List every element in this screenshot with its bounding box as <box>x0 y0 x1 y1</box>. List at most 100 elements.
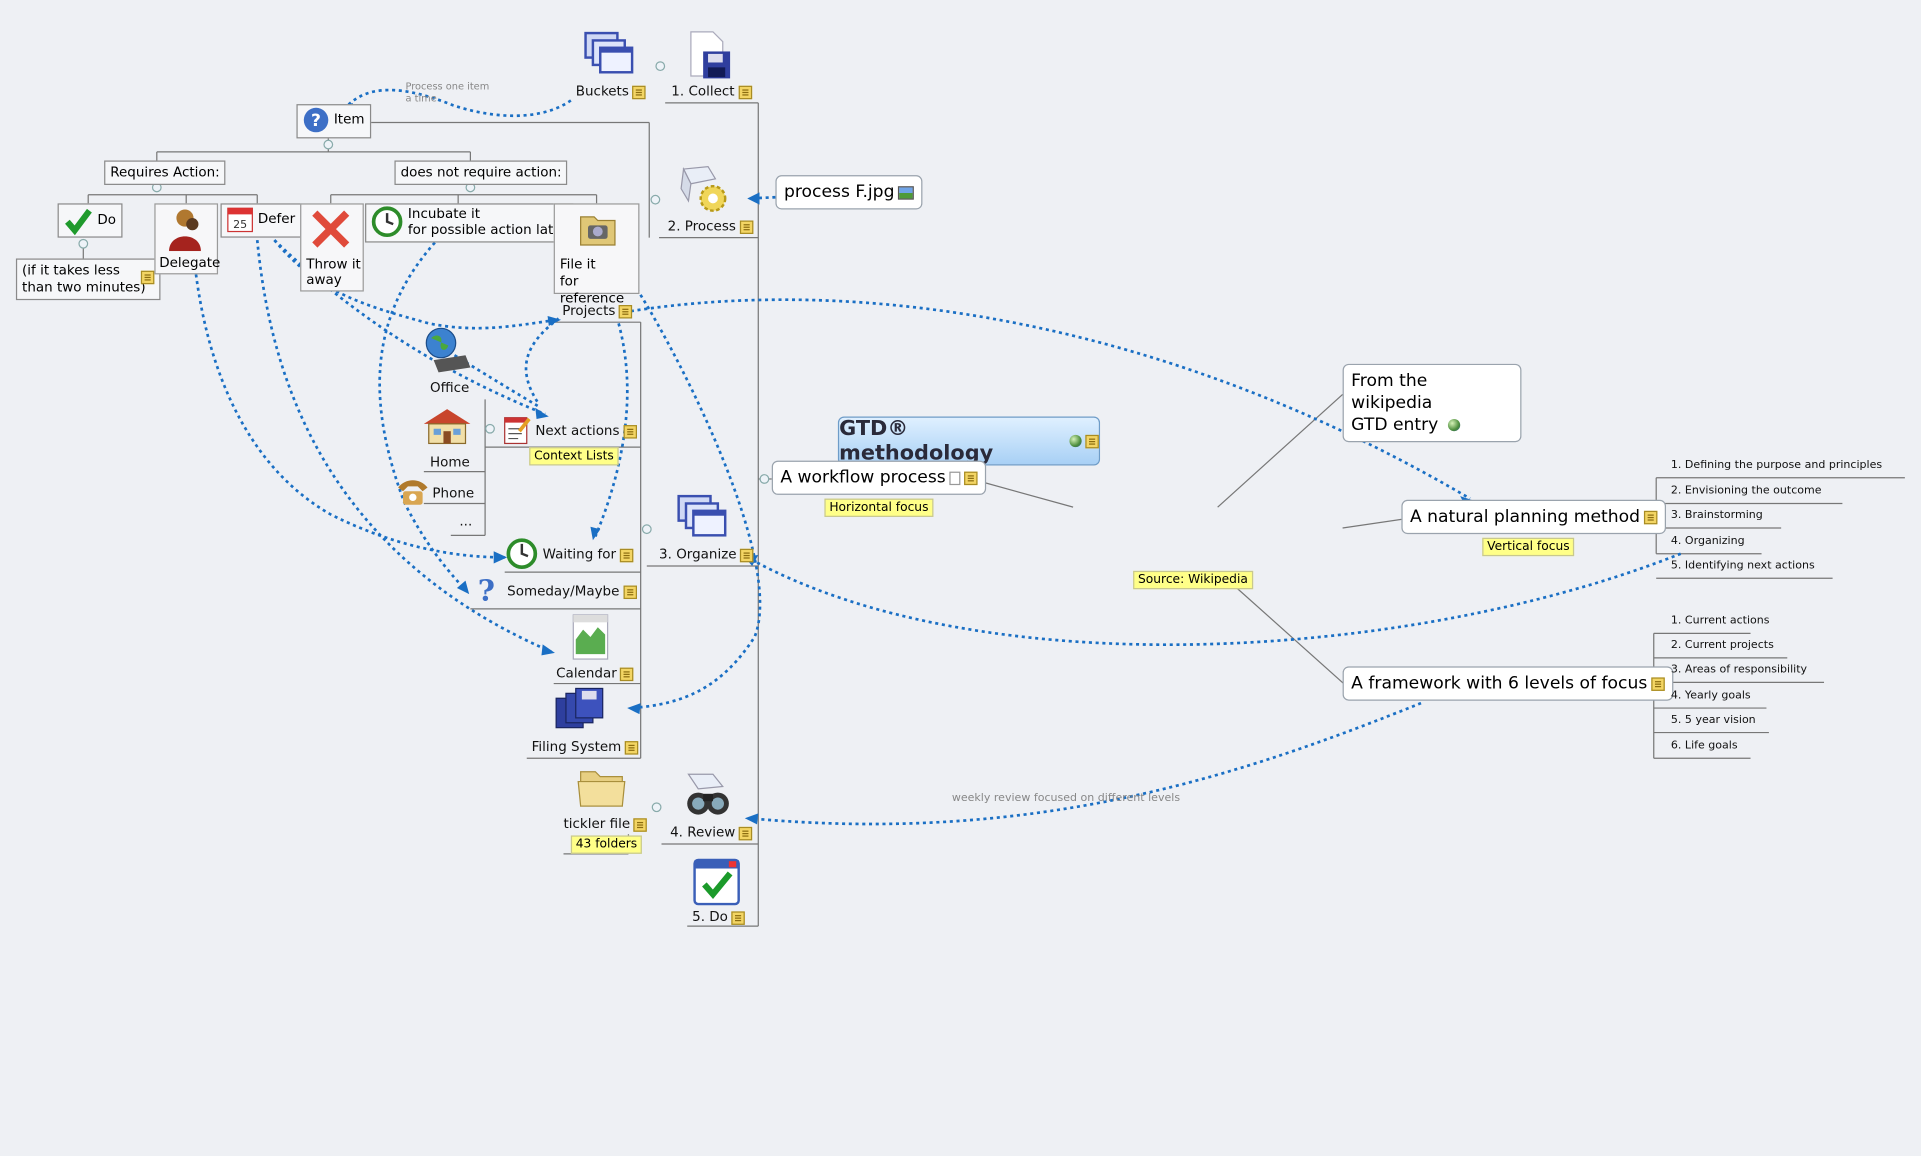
review-stage[interactable]: 4. Review <box>670 824 753 841</box>
more-contexts-topic[interactable]: ... <box>459 513 472 530</box>
wikipedia-line-2: GTD entry <box>1351 415 1439 435</box>
focus-level[interactable]: 1. Current actions <box>1670 614 1770 628</box>
delegate-topic[interactable]: Delegate <box>154 203 221 275</box>
incubate-topic[interactable]: Incubate it for possible action later <box>365 203 574 243</box>
delegate-label: Delegate <box>159 254 221 271</box>
planning-label: A natural planning method <box>1409 507 1641 527</box>
focus-level[interactable]: 5. 5 year vision <box>1670 714 1756 727</box>
organize-stage[interactable]: 3. Organize <box>659 546 754 563</box>
question-icon: ? <box>303 107 329 133</box>
note-icon <box>624 740 639 754</box>
clock-icon <box>505 537 539 576</box>
do-note-line-1: (if it takes less <box>22 262 120 279</box>
phone-topic[interactable]: Phone <box>432 485 474 502</box>
throw-away-topic[interactable]: Throw it away <box>300 203 364 292</box>
planning-step[interactable]: 2. Envisioning the outcome <box>1670 485 1822 498</box>
red-x-icon <box>312 210 350 248</box>
defer-topic[interactable]: 25 Defer <box>220 203 302 238</box>
note-icon <box>1650 676 1665 691</box>
throw-line-1: Throw it <box>306 256 361 272</box>
home-topic[interactable]: Home <box>430 454 470 471</box>
horizontal-focus-label: Horizontal focus <box>824 498 934 517</box>
note-icon <box>623 584 637 599</box>
throw-line-2: away <box>306 271 342 288</box>
context-lists-label: Context Lists <box>529 447 619 466</box>
calendar-icon: 25 <box>227 207 253 233</box>
folder-icon <box>576 762 627 816</box>
floppy-disk-icon <box>686 29 733 85</box>
not-requires-action-topic[interactable]: does not require action: <box>394 160 568 185</box>
tickler-topic[interactable]: tickler file <box>564 816 648 833</box>
svg-text:?: ? <box>311 111 321 131</box>
planning-step[interactable]: 4. Organizing <box>1670 535 1745 548</box>
calendar-page-icon <box>571 613 610 667</box>
projects-topic[interactable]: Projects <box>562 302 633 320</box>
svg-text:25: 25 <box>233 218 247 231</box>
document-icon <box>949 471 961 485</box>
focus-level[interactable]: 2. Current projects <box>1670 639 1774 652</box>
focus-level[interactable]: 4. Yearly goals <box>1670 689 1751 702</box>
do-stage-label: 5. Do <box>692 908 728 925</box>
house-icon <box>421 407 472 451</box>
process-file-topic[interactable]: process F.jpg <box>775 175 923 210</box>
process-one-line-2: a time <box>405 93 437 105</box>
note-icon <box>738 826 753 840</box>
svg-text:?: ? <box>478 573 495 605</box>
office-topic[interactable]: Office <box>430 380 469 397</box>
calendar-topic[interactable]: Calendar <box>556 665 634 682</box>
review-label: 4. Review <box>670 824 736 841</box>
note-icon <box>140 270 155 285</box>
note-icon <box>633 817 648 832</box>
process-label: 2. Process <box>667 218 736 234</box>
waiting-label: Waiting for <box>542 546 617 563</box>
framework-topic[interactable]: A framework with 6 levels of focus <box>1342 666 1674 701</box>
waiting-topic[interactable]: Waiting for <box>543 546 634 563</box>
filing-system-topic[interactable]: Filing System <box>532 739 639 756</box>
planning-step[interactable]: 5. Identifying next actions <box>1670 559 1815 573</box>
note-icon <box>620 667 634 681</box>
calendar-label: Calendar <box>556 665 617 682</box>
collect-stage[interactable]: 1. Collect <box>671 83 752 100</box>
do-note-line-2: than two minutes) <box>22 279 146 296</box>
binoculars-icon <box>681 772 732 826</box>
note-icon <box>619 548 634 562</box>
file-reference-topic[interactable]: File it for reference <box>553 203 640 306</box>
checkmark-icon <box>65 208 92 236</box>
do-note-topic[interactable]: (if it takes less than two minutes) <box>15 258 161 301</box>
checkmark-window-icon <box>692 858 741 912</box>
someday-topic[interactable]: Someday/Maybe <box>507 583 637 600</box>
phone-icon <box>396 478 430 512</box>
image-icon <box>898 185 915 200</box>
do-stage[interactable]: 5. Do <box>692 908 746 926</box>
question-icon: ? <box>473 572 500 610</box>
person-icon <box>169 209 201 252</box>
someday-label: Someday/Maybe <box>507 583 620 600</box>
workflow-topic[interactable]: A workflow process <box>771 460 987 495</box>
note-icon <box>619 304 633 318</box>
globe-icon <box>1447 418 1460 432</box>
focus-level[interactable]: 3. Areas of responsibility <box>1670 663 1808 677</box>
planning-step[interactable]: 3. Brainstorming <box>1670 509 1763 522</box>
organize-label: 3. Organize <box>659 546 737 563</box>
process-stage[interactable]: 2. Process <box>667 218 754 235</box>
do-topic[interactable]: Do <box>57 203 123 238</box>
note-icon <box>740 548 754 562</box>
focus-level[interactable]: 6. Life goals <box>1670 739 1738 753</box>
wikipedia-line-1: From the wikipedia <box>1351 371 1433 413</box>
next-actions-topic[interactable]: Next actions <box>535 423 637 440</box>
wikipedia-topic[interactable]: From the wikipedia GTD entry <box>1342 363 1522 443</box>
notepad-icon <box>502 414 531 451</box>
connector-lines <box>78 61 1905 927</box>
note-icon <box>632 85 647 99</box>
planning-topic[interactable]: A natural planning method <box>1401 499 1666 535</box>
office-label: Office <box>429 379 470 396</box>
central-topic[interactable]: GTD® methodology <box>837 416 1101 466</box>
item-topic[interactable]: ? Item <box>296 104 371 139</box>
requires-action-topic[interactable]: Requires Action: <box>104 160 226 185</box>
workflow-label: A workflow process <box>780 467 946 488</box>
planning-step[interactable]: 1. Defining the purpose and principles <box>1670 459 1883 472</box>
globe-icon <box>1069 434 1082 448</box>
buckets-topic[interactable]: Buckets <box>576 83 647 100</box>
projects-label: Projects <box>562 302 616 319</box>
note-icon <box>738 85 752 99</box>
